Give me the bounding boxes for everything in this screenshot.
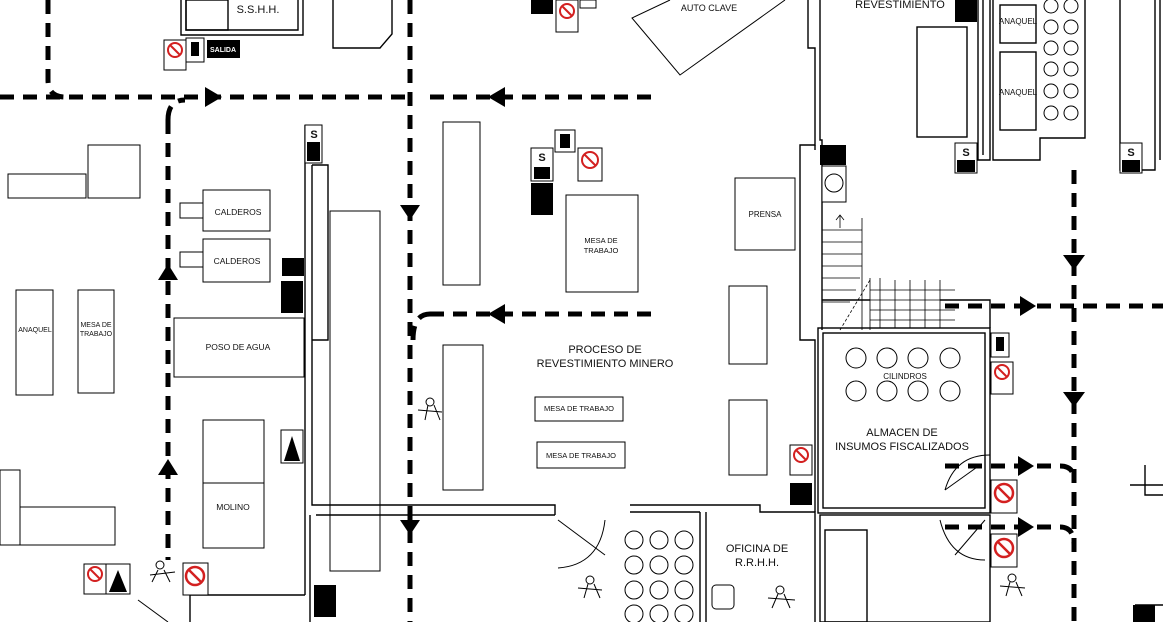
autoclave-label: AUTO CLAVE xyxy=(681,3,737,13)
no-entry-icon xyxy=(990,479,1018,514)
route-arrows xyxy=(158,87,1085,537)
safety-s-label: S xyxy=(962,147,969,159)
anaquel-label: ANAQUEL xyxy=(18,327,52,334)
no-smoking-icon xyxy=(577,147,603,182)
prensa-label: PRENSA xyxy=(749,210,783,219)
person-icon xyxy=(149,397,1026,610)
safety-s-label: S xyxy=(310,129,317,141)
walls xyxy=(180,0,1163,622)
mesa-label: MESA DE xyxy=(80,322,111,329)
cylinder-circles xyxy=(624,0,1079,622)
proceso-label: REVESTIMIENTO MINERO xyxy=(537,358,674,370)
mesa-label: MESA DE xyxy=(584,236,617,245)
exit-sign-icon xyxy=(207,0,977,617)
no-smoking-icon xyxy=(163,39,187,71)
no-smoking-icon xyxy=(789,444,813,476)
no-smoking-icon xyxy=(990,361,1014,395)
poso-label: POSO DE AGUA xyxy=(206,342,271,352)
oficina-label: OFICINA DE xyxy=(726,543,788,555)
revestimiento-label: REVESTIMIENTO xyxy=(855,0,945,11)
sshh-label: S.S.H.H. xyxy=(237,4,280,16)
proceso-label: PROCESO DE xyxy=(568,344,641,356)
safety-s-icon xyxy=(304,124,1143,182)
exit-sign-text: SALIDA xyxy=(210,47,236,54)
fire-extinguisher-icon xyxy=(105,0,1010,595)
no-smoking-icon xyxy=(83,563,107,595)
almacen-label: INSUMOS FISCALIZADOS xyxy=(835,441,969,453)
doors xyxy=(137,454,991,622)
mesa-label: MESA DE TRABAJO xyxy=(546,451,616,460)
cilindros-label: CILINDROS xyxy=(883,372,927,381)
svg-text:SALIDA: SALIDA xyxy=(210,47,236,54)
no-smoking-icon xyxy=(555,0,579,33)
mesa-label: TRABAJO xyxy=(584,246,619,255)
mesa-label: TRABAJO xyxy=(80,331,113,338)
first-aid-icon xyxy=(282,0,1155,622)
safety-s-label: S xyxy=(1127,147,1134,159)
furniture xyxy=(0,0,955,572)
molino-label: MOLINO xyxy=(216,502,250,512)
no-entry-icon xyxy=(182,562,209,596)
no-entry-icon xyxy=(990,533,1018,568)
safety-signs: S S S S SALIDA xyxy=(83,0,1155,622)
oficina-label: R.R.H.H. xyxy=(735,557,779,569)
anaquel-label: ANAQUEL xyxy=(999,17,1038,26)
calderos-label: CALDEROS xyxy=(215,207,262,217)
calderos-label: CALDEROS xyxy=(214,256,261,266)
mesa-label: MESA DE TRABAJO xyxy=(544,404,614,413)
anaquel-label: ANAQUEL xyxy=(999,88,1038,97)
safety-s-label: S xyxy=(538,152,545,164)
room-labels: S.S.H.H. AUTO CLAVE REVESTIMIENTO ANAQUE… xyxy=(18,0,1037,569)
almacen-label: ALMACEN DE xyxy=(866,427,938,439)
